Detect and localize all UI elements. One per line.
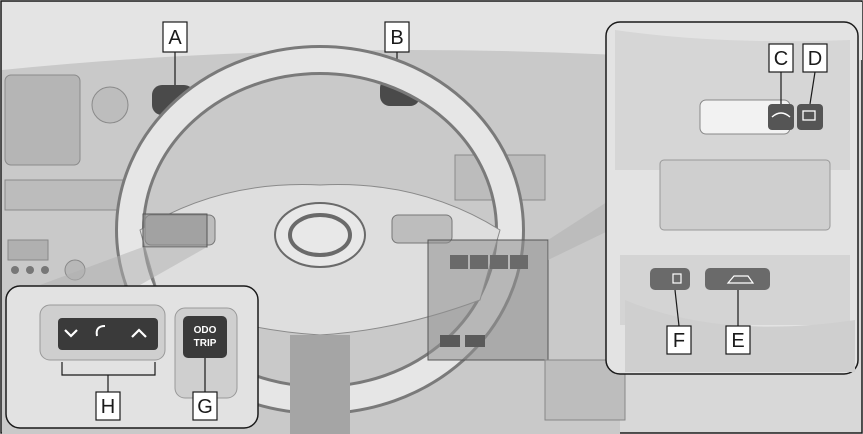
switch-highlight [143, 214, 207, 247]
callout-label-h: H [101, 396, 115, 418]
callout-label-b: B [390, 27, 403, 49]
odo-label: ODO [194, 325, 217, 336]
callout-e: E [726, 326, 750, 354]
callout-c: C [769, 44, 793, 72]
switch-d [797, 104, 823, 130]
callout-a: A [163, 22, 187, 52]
switch-f [650, 268, 690, 290]
callout-b: B [385, 22, 409, 52]
callout-label-f: F [673, 330, 685, 352]
callout-label-d: D [808, 48, 822, 70]
trip-label: TRIP [194, 338, 217, 349]
center-vents [5, 180, 135, 210]
left-inset: ODO TRIP [6, 286, 258, 428]
callout-f: F [667, 326, 691, 354]
callout-label-c: C [774, 48, 788, 70]
callout-label-e: E [731, 330, 744, 352]
callout-h: H [96, 392, 120, 420]
callout-label-g: G [197, 396, 213, 418]
air-vent-round [92, 87, 128, 123]
callout-label-a: A [168, 27, 182, 49]
center-display [5, 75, 80, 165]
odo-trip-button [183, 316, 227, 358]
callout-g: G [193, 392, 217, 420]
right-inset [606, 22, 858, 374]
switch-e [705, 268, 770, 290]
callout-d: D [803, 44, 827, 72]
switch-c [768, 104, 794, 130]
